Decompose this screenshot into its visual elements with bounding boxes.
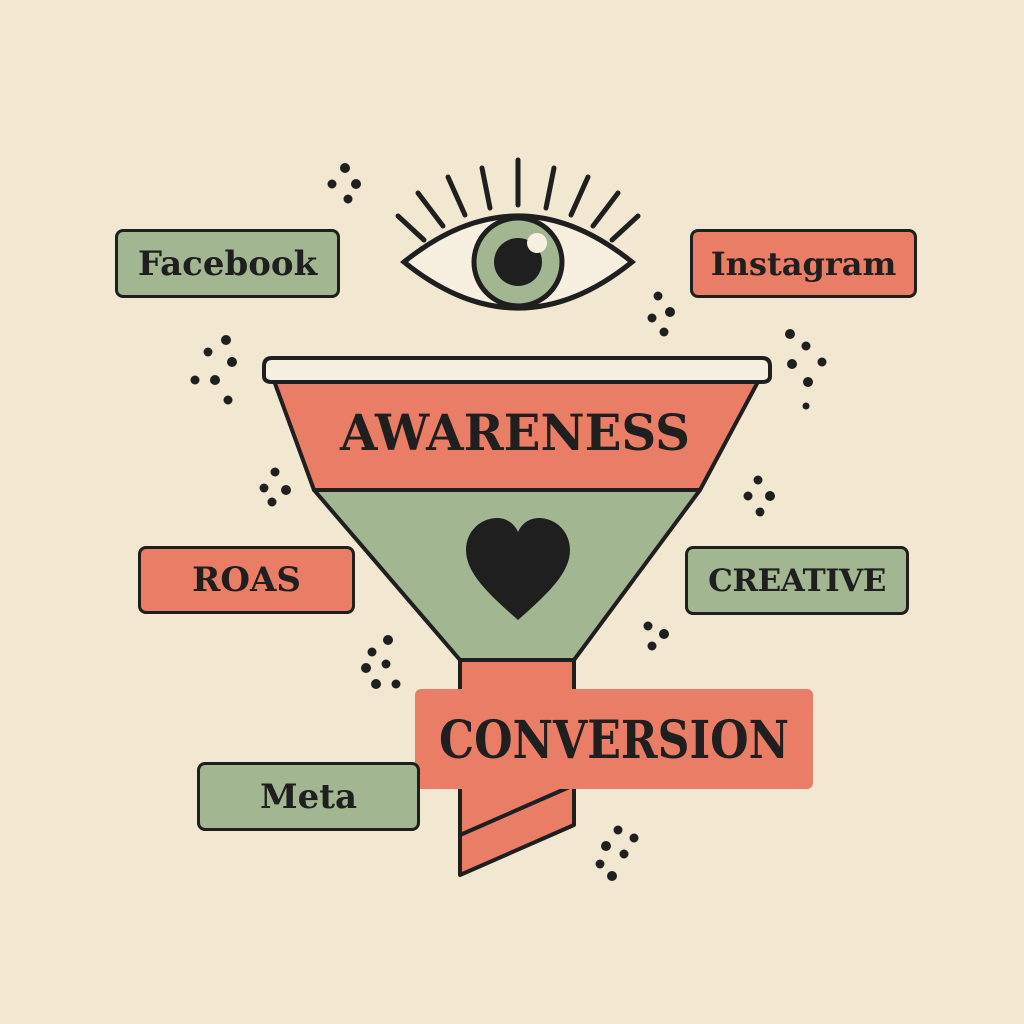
eye-icon [395,157,641,311]
funnel [262,356,772,877]
tag-roas: ROAS [138,546,355,614]
funnel-rim [262,356,772,384]
tag-meta-label: Meta [259,776,357,817]
conversion-banner [415,689,813,789]
tag-meta: Meta [197,762,420,831]
stage-awareness-label: AWARENESS [339,403,690,462]
stage-conversion-label: CONVERSION [439,710,789,771]
decorative-dots [190,163,827,881]
tag-facebook: Facebook [115,229,340,298]
tag-creative-label: CREATIVE [708,562,886,599]
tag-facebook-label: Facebook [137,243,318,284]
tag-instagram: Instagram [690,229,917,298]
heart-icon [466,518,570,620]
tag-creative: CREATIVE [685,546,909,615]
tag-instagram-label: Instagram [710,244,897,283]
tag-roas-label: ROAS [192,560,301,600]
